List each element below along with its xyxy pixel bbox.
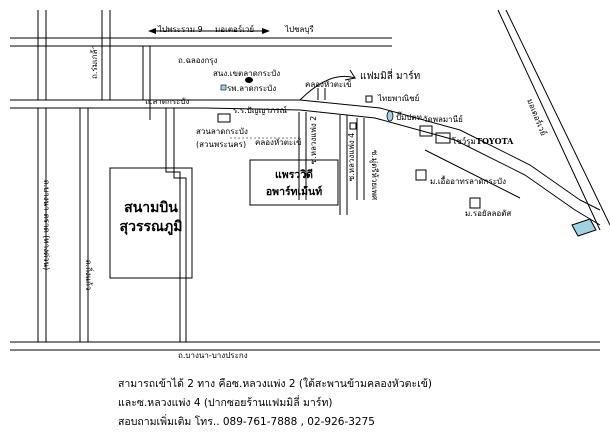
label-toyota: TOYOTA	[476, 136, 514, 146]
label-family-mart: แฟมมิลี่ มาร์ท	[360, 68, 420, 82]
label-bang-na-trat: ถ.บางนา-ตราด (ทางด่วน)	[42, 180, 51, 271]
label-village-1: ม.เอื้ออาทรลาดกระบัง	[430, 175, 506, 186]
label-motorway-top: มอเตอร์เวย์	[215, 24, 254, 34]
direction-line-2: และซ.หลวงแพ่ง 4 (ปากซอยร้านแฟมมิลี่ มาร์…	[118, 397, 333, 409]
directions-notes: สามารถเข้าได้ 2 ทาง คือซ.หลวงแพ่ง 2 (ใต้…	[118, 375, 598, 432]
hospital-marker	[220, 84, 227, 91]
label-airport-line2: สุวรรณภูมิ	[120, 219, 183, 235]
label-klong-small: คลองหัวตะเข้	[255, 138, 301, 147]
label-klong-hua-takhe: คลองหัวตะเข้	[305, 80, 351, 89]
direction-line-1: สามารถเข้าได้ 2 ทาง คือซ.หลวงแพ่ง 2 (ใต้…	[118, 378, 432, 390]
label-apartment-line2: อพาร์ทเม้นท์	[266, 185, 322, 198]
label-rom-klao: ถ.ร่มเกล้า	[90, 45, 99, 79]
label-to-bangkok: ไปชลบุรี	[284, 25, 315, 34]
soi-4-marker	[349, 122, 357, 130]
label-village-2: ม.รอยัลลอตัส	[465, 209, 511, 218]
village-1-building	[415, 169, 427, 181]
label-king-kaew: ถ.กิ่งแก้ว	[84, 260, 95, 291]
airport-block	[109, 167, 193, 279]
label-chalongkrung: ถ.ฉลองกรุง	[178, 56, 218, 65]
direction-line-3: สอบถามเพิ่มเติม โทร.. 089-761-7888 , 02-…	[118, 416, 375, 428]
label-soi-6: ซ.มู่ตรีห้วยเพศ	[369, 150, 379, 200]
school-building	[217, 113, 231, 123]
soi-roads	[298, 112, 365, 215]
top-motorway-road	[10, 28, 392, 47]
airport-connectors	[149, 100, 187, 342]
klong-hua-takhe	[317, 88, 326, 100]
apartment-block	[249, 159, 339, 206]
label-toyota-prefix: โชว์รูม	[452, 136, 476, 147]
label-ptt-station: ปั๊มปตท.	[396, 111, 424, 122]
label-airport-line1: สนามบิน	[124, 200, 178, 216]
district-office-marker	[245, 77, 253, 83]
label-soi-4: ซ.หลวงแพ่ง 4	[347, 133, 356, 182]
label-motorway-right: มอเตอร์เวย์	[525, 97, 549, 137]
label-hospital: รพ.ลาดกระบัง	[227, 84, 276, 93]
label-wat: วัดพลมานีย์	[423, 114, 463, 124]
label-district-office: สนง.เขตลาดกระบัง	[213, 69, 280, 78]
left-vertical-roads	[37, 10, 151, 342]
bang-na-bang-pakong-road	[10, 341, 600, 351]
label-garden-sub: (สวนพระนคร)	[196, 140, 246, 149]
label-lat-krabang-road: ถ.ลาดกระบัง	[145, 97, 189, 106]
thai-panich-marker	[365, 95, 373, 103]
ptt-station-marker	[386, 110, 394, 122]
toyota-building	[435, 132, 451, 144]
label-thai-panich: ไทยพาณิชย์	[377, 93, 419, 103]
label-soi-2: ซ.หลวงแพ่ง 2	[309, 116, 318, 165]
lat-krabang-road	[10, 99, 601, 226]
right-motorway	[497, 9, 610, 237]
label-school: ร.ร.ปัญญาภรณ์	[233, 105, 287, 115]
label-top-road: ไปพระราม 9	[157, 25, 203, 34]
flyover-arrow	[299, 69, 357, 101]
label-garden: สวนลาดกระบัง	[196, 127, 248, 136]
side-road	[424, 149, 521, 199]
label-apartment-line1: แพรววิดี	[275, 168, 313, 181]
wat-building	[419, 125, 433, 137]
village-2-building	[469, 197, 481, 209]
label-bang-na-bang-pakong: ถ.บางนา-บางประกง	[178, 351, 248, 360]
